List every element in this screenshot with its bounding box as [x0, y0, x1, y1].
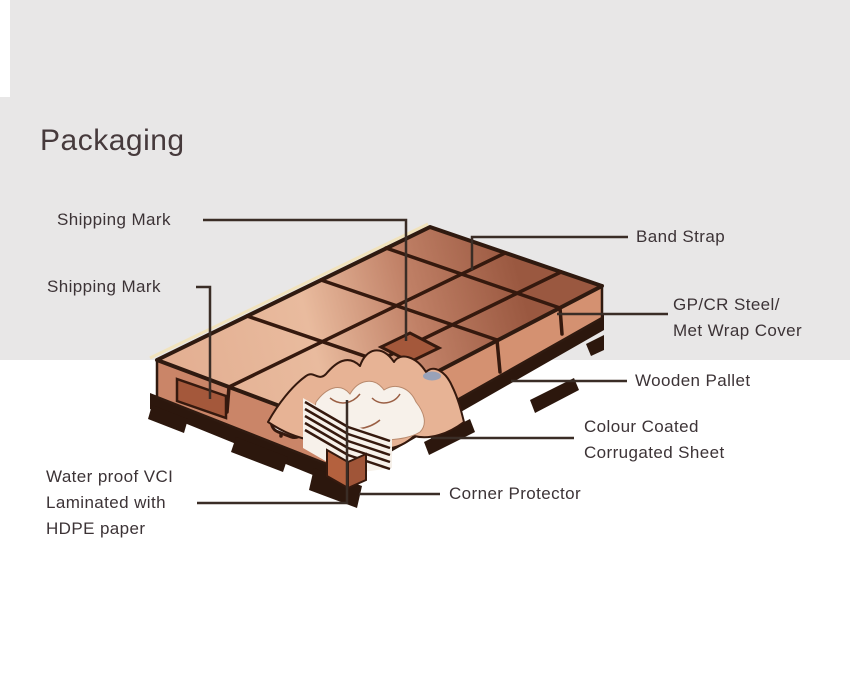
label-gpcr-line1: GP/CR Steel/	[673, 295, 780, 314]
band-strap-side	[558, 306, 564, 336]
pallet-foot	[586, 335, 604, 356]
label-colour-line2: Corrugated Sheet	[584, 443, 725, 462]
top-edge-highlight	[149, 222, 429, 360]
label-wooden-pallet: Wooden Pallet	[635, 371, 751, 390]
leader-shipping-mark-1	[203, 218, 408, 341]
pallet-foot	[148, 405, 188, 433]
leader-lines	[196, 218, 668, 505]
pallet-foot	[530, 378, 579, 413]
label-colour-line1: Colour Coated	[584, 417, 699, 436]
wrap-fold-shadow	[423, 371, 441, 381]
pallet-foot	[231, 437, 288, 472]
label-water-line1: Water proof VCI	[46, 467, 174, 486]
leader-band-strap	[470, 235, 628, 270]
band-strap-side	[225, 385, 231, 414]
leader-shipping-mark-2	[196, 285, 212, 399]
label-shipping-mark-2: Shipping Mark	[47, 277, 161, 296]
label-corner-protector: Corner Protector	[449, 484, 582, 503]
label-band-strap: Band Strap	[636, 227, 726, 246]
pallet-deck	[150, 314, 604, 484]
label-gpcr-line2: Met Wrap Cover	[673, 321, 803, 340]
white-corner-notch	[0, 0, 10, 97]
band-strap-line	[384, 246, 562, 310]
label-gpcr-steel-wrap-cover: GP/CR Steel/ Met Wrap Cover	[673, 292, 802, 344]
package-top-face	[155, 225, 604, 428]
band-strap-line	[319, 278, 499, 342]
label-water-line3: HDPE paper	[46, 519, 146, 538]
pallet-foot	[309, 468, 362, 508]
page-title: Packaging	[40, 124, 185, 157]
leader-waterproof-vci	[197, 400, 349, 505]
label-shipping-mark-1: Shipping Mark	[57, 210, 171, 229]
label-water-line2: Laminated with	[46, 493, 166, 512]
band-strap-line	[227, 251, 507, 389]
label-waterproof-vci-hdpe: Water proof VCI Laminated with HDPE pape…	[46, 464, 173, 542]
label-colour-coated-corrugated-sheet: Colour Coated Corrugated Sheet	[584, 414, 725, 466]
band-strap-side	[495, 338, 502, 374]
